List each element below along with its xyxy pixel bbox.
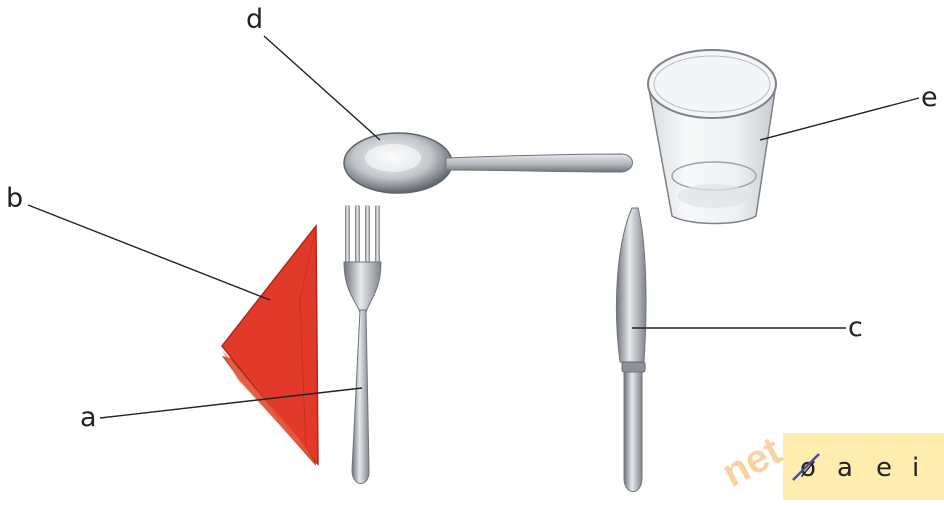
spoon	[344, 133, 633, 193]
napkin	[222, 226, 318, 466]
leader-line-d	[264, 36, 380, 140]
letter-e: e	[876, 455, 892, 481]
strike-mark	[789, 450, 823, 484]
leader-lines	[28, 36, 919, 418]
label-e: e	[921, 84, 938, 111]
label-c: c	[848, 314, 863, 341]
label-a: a	[80, 404, 97, 431]
leader-line-a	[100, 388, 362, 418]
letter-a: a	[837, 455, 853, 481]
leader-line-e	[760, 98, 919, 140]
label-b: b	[6, 185, 23, 212]
glass	[648, 50, 776, 224]
letter-i: i	[912, 455, 919, 481]
leader-line-b	[28, 205, 270, 300]
label-d: d	[246, 6, 263, 33]
fork	[344, 205, 381, 484]
knife	[616, 208, 646, 492]
